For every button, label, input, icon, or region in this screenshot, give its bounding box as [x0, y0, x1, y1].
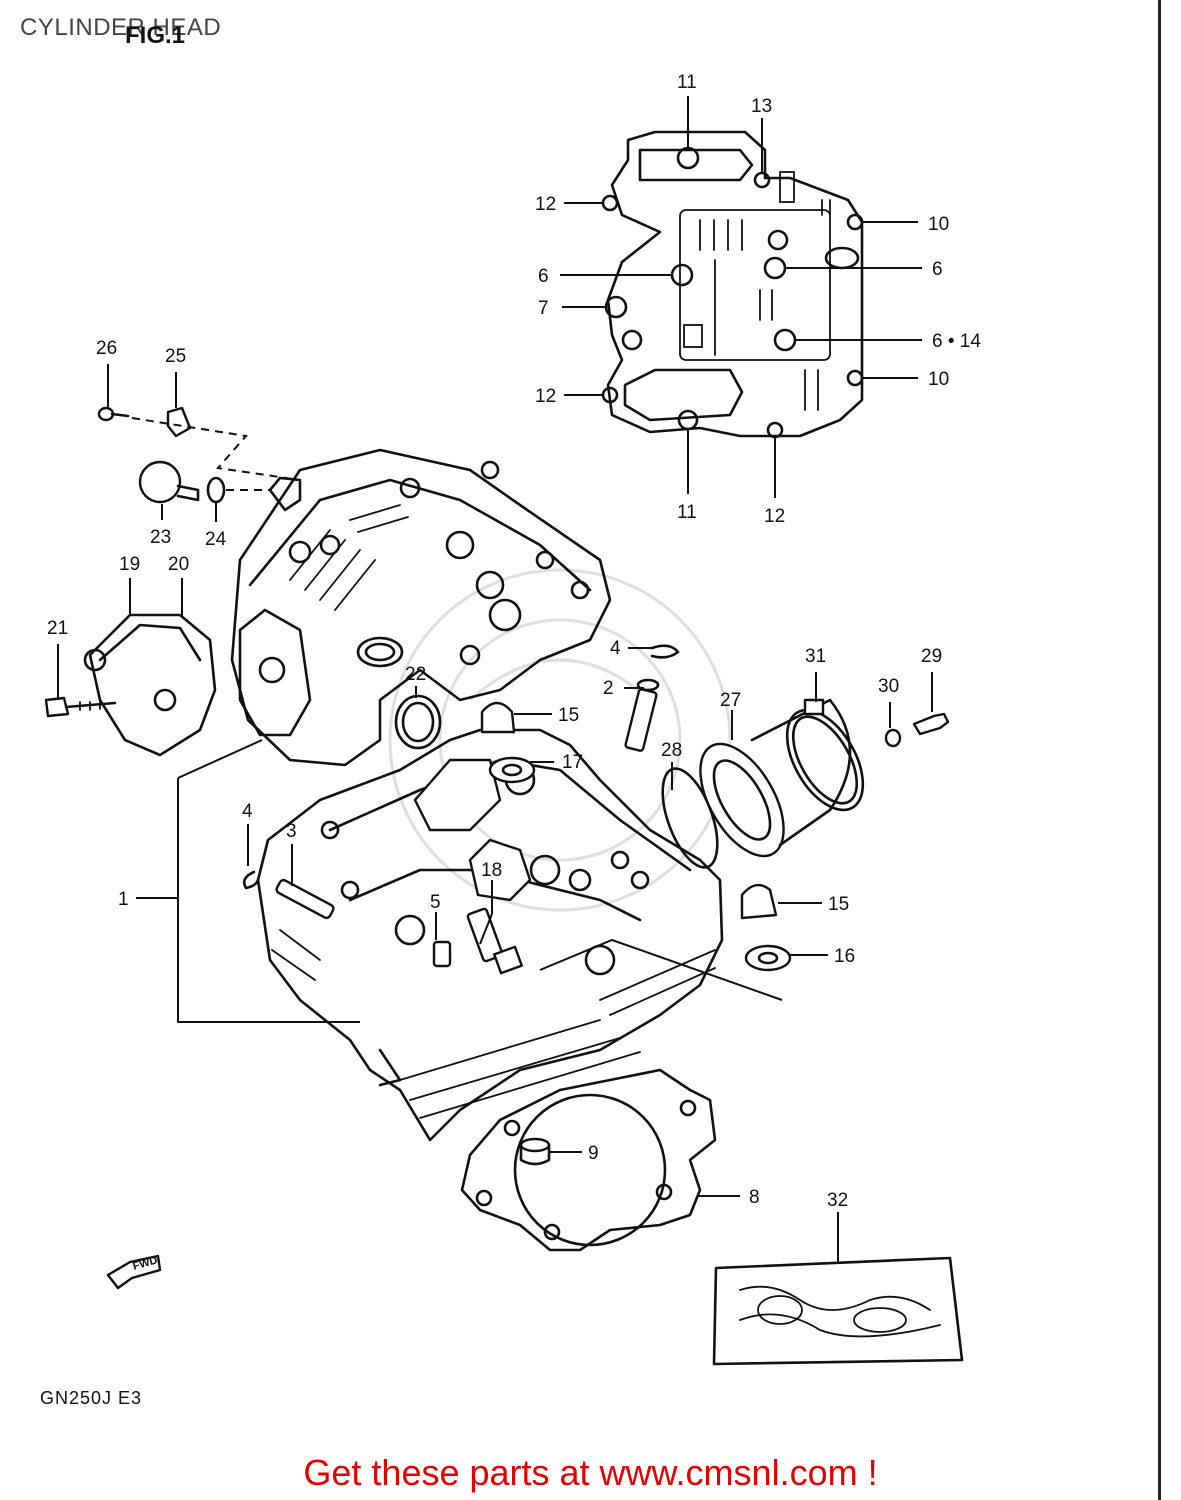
callout-label: 15 — [828, 894, 849, 915]
callout-label: 32 — [827, 1190, 848, 1211]
callout-label: 1 — [118, 889, 129, 910]
callout-label: 12 — [535, 194, 556, 215]
callout-label: 9 — [588, 1143, 599, 1164]
callout-label: 17 — [562, 752, 583, 773]
intake-pipe — [699, 698, 852, 858]
callout-label: 30 — [878, 676, 899, 697]
callout-label: 6 — [932, 259, 943, 280]
cylinder-head-cover-plan-view — [601, 130, 864, 439]
valve-guide — [624, 678, 660, 752]
page-title: CYLINDER HEAD — [20, 14, 222, 41]
callout-label: 22 — [405, 664, 426, 685]
callout-label: 21 — [47, 618, 68, 639]
callout-label: 2 — [603, 678, 614, 699]
callout-label: 4 — [242, 801, 253, 822]
leader-lines — [57, 96, 933, 1262]
cap-nut-upper — [480, 701, 516, 734]
callout-label: 18 — [481, 860, 502, 881]
callout-labels: 11 13 12 10 6 6 7 6 • 14 12 10 11 12 26 … — [47, 72, 981, 1273]
callout-label: 24 — [205, 529, 227, 550]
callout-label: 10 — [928, 214, 949, 235]
assembly-guides — [131, 417, 301, 491]
o-ring-22 — [394, 694, 442, 750]
clamp-screw — [912, 712, 950, 736]
valve-guide-clip-lower — [242, 870, 260, 890]
callout-label: 12 — [764, 506, 785, 527]
callout-label: 6 • 14 — [932, 331, 981, 352]
callout-label: 11 — [677, 502, 697, 523]
dowel-small — [432, 940, 452, 968]
callout-label: 8 — [749, 1187, 760, 1208]
side-cover — [83, 613, 217, 757]
forward-direction-arrow — [106, 1254, 162, 1290]
cylinder-head-upper-assembly — [230, 448, 612, 767]
spark-plug — [466, 907, 523, 975]
figure-label: FIG.1 — [125, 22, 186, 49]
gasket-set-package — [712, 1256, 964, 1366]
callout-label: 23 — [150, 527, 171, 548]
intake-clamp — [785, 698, 865, 812]
washer-lower — [744, 944, 792, 972]
callout-label: 3 — [286, 821, 297, 842]
callout-label: 28 — [661, 740, 682, 761]
oil-plug — [138, 460, 200, 504]
clamp-washer — [884, 728, 902, 748]
callout-label: 31 — [805, 646, 826, 667]
shop-link-banner[interactable]: Get these parts at www.cmsnl.com ! — [303, 1452, 878, 1493]
callout-label: 10 — [928, 369, 949, 390]
callout-label: 13 — [751, 96, 772, 117]
callout-label: 6 — [538, 266, 549, 287]
callout-label: 11 — [677, 72, 697, 93]
model-code: GN250J E3 — [40, 1388, 143, 1408]
washer-upper — [488, 756, 536, 784]
callout-label: 5 — [430, 892, 441, 913]
stud-bolt — [275, 878, 335, 920]
callout-label: 16 — [834, 946, 855, 967]
clip-plate-25 — [166, 406, 192, 438]
cap-nut-lower — [740, 883, 778, 920]
callout-label: 19 — [119, 554, 140, 575]
callout-label: 7 — [538, 298, 549, 319]
cmsnl-watermark — [388, 568, 732, 912]
callout-label: 26 — [96, 338, 117, 359]
scan-edge-border — [1158, 0, 1161, 1500]
valve-guide-clip-upper — [650, 644, 680, 659]
cylinder-head-gasket — [460, 1068, 717, 1252]
dowel-pin — [519, 1137, 551, 1166]
callout-label: 25 — [165, 346, 186, 367]
callout-label: 15 — [558, 705, 579, 726]
oil-plug-o-ring — [206, 476, 226, 504]
callout-label: 20 — [168, 554, 189, 575]
callout-label: 29 — [921, 646, 942, 667]
callout-label: 27 — [720, 690, 741, 711]
small-screw-26 — [97, 406, 130, 422]
callout-label: 4 — [610, 638, 621, 659]
callout-label: 12 — [535, 386, 556, 407]
